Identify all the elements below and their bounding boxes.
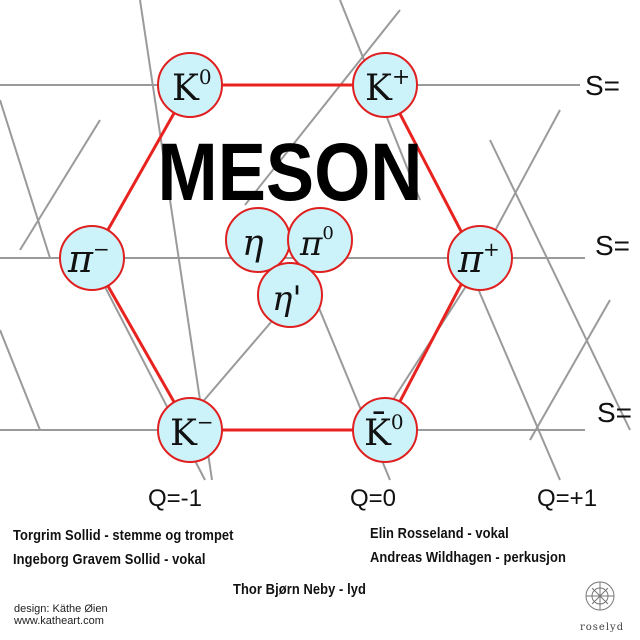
credit-andreas: Andreas Wildhagen - perkusjon: [370, 549, 566, 566]
kminus-circle: [157, 397, 223, 463]
strangeness-label-bottom: S=: [597, 397, 632, 428]
charge-label-plus: Q=+1: [537, 485, 597, 512]
kplus-circle: [352, 52, 418, 118]
design-credit-name: design: Käthe Øien: [14, 603, 108, 615]
credit-thor: Thor Bjørn Neby - lyd: [233, 581, 366, 598]
eta-label: η: [242, 223, 264, 264]
album-title: MESON: [158, 127, 423, 218]
k0bar-circle: [352, 397, 418, 463]
k0-circle: [157, 52, 223, 118]
pi0-circle: [287, 207, 353, 273]
etaprime-label: η': [272, 279, 302, 319]
credit-ingeborg: Ingeborg Gravem Sollid - vokal: [13, 551, 206, 568]
roselyd-wordmark: roselyd: [580, 622, 624, 633]
strangeness-label-top: S=: [585, 70, 620, 101]
piminus-label: π−: [67, 237, 110, 281]
kplus-label: K+: [365, 65, 410, 109]
piplus-label: π+: [457, 237, 500, 281]
k0bar-label: K̄0: [364, 410, 404, 454]
design-credit-url: www.katheart.com: [14, 615, 104, 627]
etaprime-circle: [257, 262, 323, 328]
kminus-label: K−: [170, 410, 214, 454]
particle-circles: [59, 52, 513, 463]
roselyd-logo: [585, 581, 615, 611]
pi0-label: π0: [299, 223, 334, 264]
piminus-circle: [59, 225, 125, 291]
k0-label: K0: [172, 65, 212, 109]
credit-elin: Elin Rosseland - vokal: [370, 525, 509, 542]
charge-label-minus: Q=-1: [148, 485, 202, 512]
piplus-circle: [447, 225, 513, 291]
strangeness-label-middle: S=: [595, 230, 630, 261]
credit-torgrim: Torgrim Sollid - stemme og trompet: [13, 527, 234, 544]
charge-label-zero: Q=0: [350, 485, 396, 512]
design-credit: design: Käthe Øien www.katheart.com: [14, 603, 108, 627]
